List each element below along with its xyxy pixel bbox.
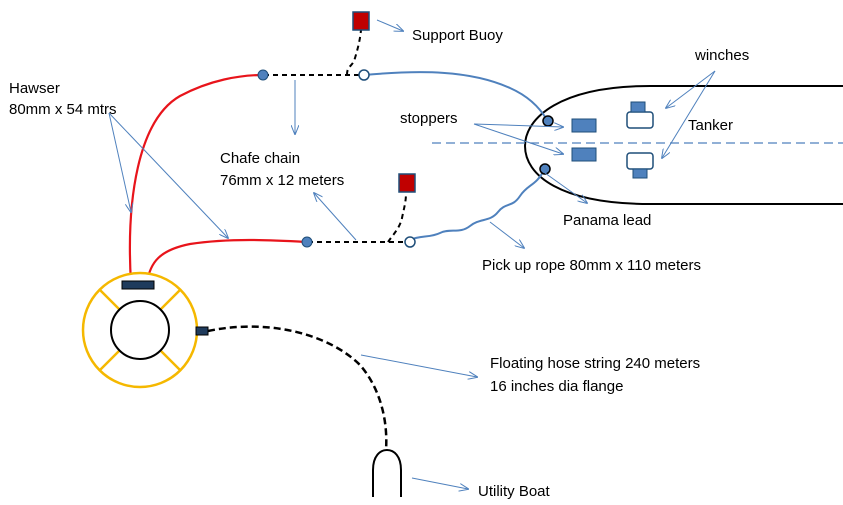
winch-upper-base	[626, 111, 654, 129]
panama-lead-lower	[539, 163, 551, 175]
stopper-upper	[571, 118, 597, 133]
shackle-upper-hawser-end	[257, 69, 269, 81]
spm-buoy-spoke	[99, 289, 120, 310]
pick-up-rope-lower	[409, 169, 545, 241]
winch-lower-base	[626, 152, 654, 170]
tanker-hull	[523, 85, 843, 205]
winch-lower-drum	[632, 168, 648, 179]
spm-buoy-spoke	[160, 350, 181, 371]
support-buoy-label: Support Buoy	[412, 27, 503, 44]
hawser-label-line2: 80mm x 54 mtrs	[9, 101, 117, 118]
tanker-label: Tanker	[688, 117, 733, 134]
spm-buoy-spoke	[160, 289, 181, 310]
spm-hose-flange	[195, 326, 209, 336]
hawser-label-line1: Hawser	[9, 80, 60, 97]
spm-buoy-spoke	[99, 350, 120, 371]
buoy-pendant-lower	[387, 192, 407, 243]
winch-upper-drum	[630, 101, 646, 113]
shackle-upper-rope-end	[358, 69, 370, 81]
spm-hawser-bracket	[121, 280, 155, 290]
chafe-chain-label-line1: Chafe chain	[220, 150, 300, 167]
leader-arrows	[108, 19, 716, 489]
support-buoy-lower	[398, 173, 416, 193]
panama-lead-upper	[542, 115, 554, 127]
chafe-chain-label-line2: 76mm x 12 meters	[220, 172, 344, 189]
stoppers-label: stoppers	[400, 110, 458, 127]
shackle-lower-hawser-end	[301, 236, 313, 248]
spm-buoy-turntable	[110, 300, 170, 360]
stopper-lower	[571, 147, 597, 162]
shackle-lower-rope-end	[404, 236, 416, 248]
floating-hose-label-line1: Floating hose string 240 meters	[490, 355, 700, 372]
panama-lead-label: Panama lead	[563, 212, 651, 229]
utility-boat	[372, 448, 402, 497]
buoy-pendant-upper	[346, 29, 362, 76]
floating-hose-label-line2: 16 inches dia flange	[490, 378, 623, 395]
winches-label: winches	[694, 47, 749, 64]
floating-hose-string	[207, 325, 388, 451]
hawser-upper	[128, 73, 264, 284]
hawser-lower	[145, 238, 307, 284]
pick-up-rope-upper	[363, 71, 548, 121]
pick-up-rope-label: Pick up rope 80mm x 110 meters	[482, 257, 701, 274]
support-buoy-upper	[352, 11, 370, 31]
utility-boat-label: Utility Boat	[478, 483, 551, 500]
